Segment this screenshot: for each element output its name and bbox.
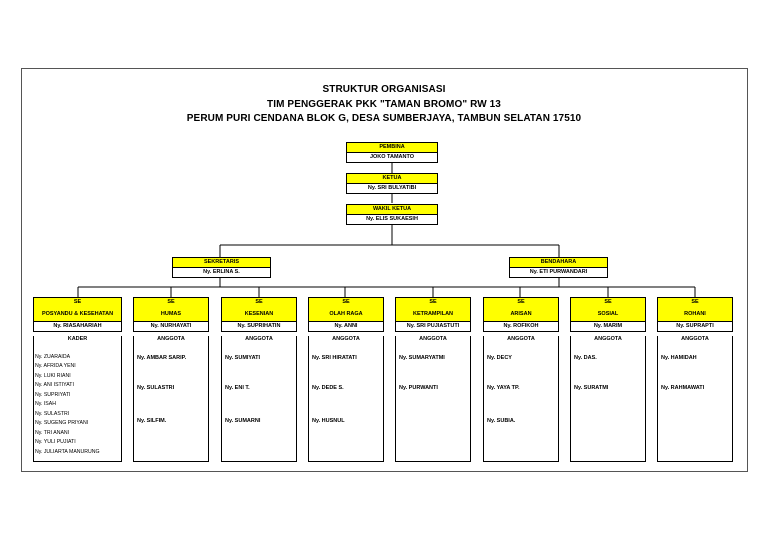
- wakil-ketua-name: Ny. ELIS SUKAESIH: [346, 214, 438, 225]
- member-name: Ny. ISAH: [35, 401, 56, 407]
- member-name: Ny. LUKI RIANI: [35, 373, 71, 379]
- member-name: Ny. ENI T.: [225, 385, 250, 391]
- section-rohani: SE ROHANI Ny. SUPRAPTI ANGGOTA Ny. HAMID…: [657, 297, 733, 462]
- section-se-label: SE: [429, 299, 437, 305]
- section-arisan: SE ARISAN Ny. ROFIKOH ANGGOTA Ny. DECY N…: [483, 297, 559, 462]
- section-se-label: SE: [517, 299, 525, 305]
- member-name: Ny. RAHMAWATI: [661, 385, 705, 391]
- section-coordinator: Ny. SUPRIHATIN: [221, 322, 297, 332]
- section-title: ROHANI: [684, 311, 706, 317]
- section-coordinator: Ny. SUPRAPTI: [657, 322, 733, 332]
- member-name: Ny. DEDE S.: [312, 385, 344, 391]
- section-members: ANGGOTA Ny. SUMIYATI Ny. ENI T. Ny. SUMA…: [221, 336, 297, 462]
- member-name: Ny. SUMARNI: [225, 418, 261, 424]
- section-header: SE HUMAS: [133, 297, 209, 322]
- section-role: ANGGOTA: [245, 336, 273, 342]
- section-role: ANGGOTA: [681, 336, 709, 342]
- member-name: Ny. AFRIDA YENI: [35, 363, 76, 369]
- title-line-2: TIM PENGGERAK PKK "TAMAN BROMO" RW 13: [267, 99, 501, 110]
- member-name: Ny. YULI PUJIATI: [35, 439, 76, 445]
- section-members: ANGGOTA Ny. SRI HIRATATI Ny. DEDE S. Ny.…: [308, 336, 384, 462]
- section-header: SE KESENIAN: [221, 297, 297, 322]
- section-header: SE OLAH RAGA: [308, 297, 384, 322]
- ketua-name: Ny. SRI BULYATIBI: [346, 183, 438, 194]
- member-name: Ny. JULIARTA MANURUNG: [35, 449, 100, 455]
- member-name: Ny. PURWANTI: [399, 385, 438, 391]
- pembina-name: JOKO TAMANTO: [346, 152, 438, 163]
- section-humas: SE HUMAS Ny. NURHAYATI ANGGOTA Ny. AMBAR…: [133, 297, 209, 462]
- member-name: Ny. HAMIDAH: [661, 355, 697, 361]
- section-posyandu: SE POSYANDU & KESEHATAN Ny. RIASAHARIAH …: [33, 297, 122, 462]
- member-name: Ny. ANI ISTIYATI: [35, 382, 74, 388]
- section-se-label: SE: [691, 299, 699, 305]
- section-ketrampilan: SE KETRAMPILAN Ny. SRI PUJIASTUTI ANGGOT…: [395, 297, 471, 462]
- member-name: Ny. SILFIM.: [137, 418, 167, 424]
- member-name: Ny. DECY: [487, 355, 512, 361]
- section-title: KESENIAN: [244, 311, 274, 317]
- section-title: HUMAS: [160, 311, 182, 317]
- section-members: KADER Ny. ZUARAIDA Ny. AFRIDA YENI Ny. L…: [33, 336, 122, 462]
- section-members: ANGGOTA Ny. HAMIDAH Ny. RAHMAWATI: [657, 336, 733, 462]
- section-role: ANGGOTA: [419, 336, 447, 342]
- section-se-label: SE: [342, 299, 350, 305]
- section-se-label: SE: [255, 299, 263, 305]
- section-members: ANGGOTA Ny. AMBAR SARIP. Ny. SULASTRI Ny…: [133, 336, 209, 462]
- section-olah-raga: SE OLAH RAGA Ny. ANNI ANGGOTA Ny. SRI HI…: [308, 297, 384, 462]
- section-title: POSYANDU & KESEHATAN: [41, 311, 114, 317]
- member-name: Ny. SULASTRI: [137, 385, 175, 391]
- section-se-label: SE: [604, 299, 612, 305]
- member-name: Ny. SUMIYATI: [225, 355, 261, 361]
- section-role: ANGGOTA: [332, 336, 360, 342]
- section-coordinator: Ny. ROFIKOH: [483, 322, 559, 332]
- title-line-1: STRUKTUR ORGANISASI: [322, 84, 446, 95]
- member-name: Ny. DAS.: [574, 355, 597, 361]
- member-name: Ny. SUGENG PRIYANI: [35, 420, 89, 426]
- member-name: Ny. SURATMI: [574, 385, 609, 391]
- member-name: Ny. SRI HIRATATI: [312, 355, 357, 361]
- section-header: SE ROHANI: [657, 297, 733, 322]
- member-name: Ny. SUBIA.: [487, 418, 516, 424]
- member-name: Ny. YAYA TP.: [487, 385, 520, 391]
- section-role: ANGGOTA: [507, 336, 535, 342]
- member-name: Ny. AMBAR SARIP.: [137, 355, 187, 361]
- section-coordinator: Ny. NURHAYATI: [133, 322, 209, 332]
- section-members: ANGGOTA Ny. SUMARYATMI Ny. PURWANTI: [395, 336, 471, 462]
- section-role: KADER: [67, 336, 88, 342]
- section-coordinator: Ny. SRI PUJIASTUTI: [395, 322, 471, 332]
- section-title: OLAH RAGA: [329, 311, 363, 317]
- section-title: KETRAMPILAN: [412, 311, 454, 317]
- section-sosial: SE SOSIAL Ny. MARIM ANGGOTA Ny. DAS. Ny.…: [570, 297, 646, 462]
- section-role: ANGGOTA: [594, 336, 622, 342]
- sekretaris-name: Ny. ERLINA S.: [172, 267, 271, 278]
- member-name: Ny. SUMARYATMI: [399, 355, 445, 361]
- section-members: ANGGOTA Ny. DECY Ny. YAYA TP. Ny. SUBIA.: [483, 336, 559, 462]
- chart-frame: [21, 68, 748, 472]
- section-coordinator: Ny. ANNI: [308, 322, 384, 332]
- member-name: Ny. HUSNUL: [312, 418, 345, 424]
- member-name: Ny. SUPRIYATI: [35, 392, 71, 398]
- section-header: SE ARISAN: [483, 297, 559, 322]
- section-role: ANGGOTA: [157, 336, 185, 342]
- section-kesenian: SE KESENIAN Ny. SUPRIHATIN ANGGOTA Ny. S…: [221, 297, 297, 462]
- section-header: SE KETRAMPILAN: [395, 297, 471, 322]
- section-members: ANGGOTA Ny. DAS. Ny. SURATMI: [570, 336, 646, 462]
- title-line-3: PERUM PURI CENDANA BLOK G, DESA SUMBERJA…: [186, 113, 582, 124]
- section-se-label: SE: [73, 299, 82, 305]
- member-name: Ny. TRI ANANI: [35, 430, 70, 436]
- bendahara-name: Ny. ETI PURWANDARI: [509, 267, 608, 278]
- section-coordinator: Ny. MARIM: [570, 322, 646, 332]
- section-coordinator: Ny. RIASAHARIAH: [33, 322, 122, 332]
- section-title: ARISAN: [510, 311, 532, 317]
- section-header: SE POSYANDU & KESEHATAN: [33, 297, 122, 322]
- section-title: SOSIAL: [597, 311, 619, 317]
- member-name: Ny. SULASTRI: [35, 411, 70, 417]
- member-name: Ny. ZUARAIDA: [35, 354, 71, 360]
- section-se-label: SE: [167, 299, 175, 305]
- section-header: SE SOSIAL: [570, 297, 646, 322]
